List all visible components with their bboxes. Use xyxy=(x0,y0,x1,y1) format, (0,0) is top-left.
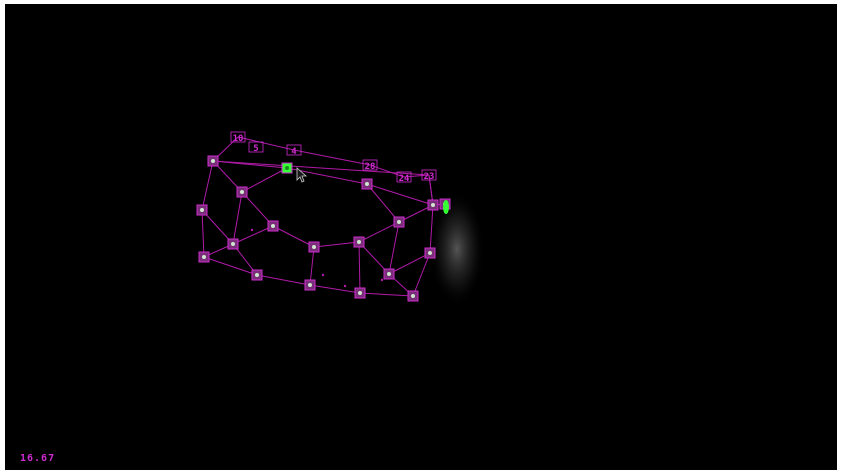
wire-edge xyxy=(403,174,430,178)
marker-mL16[interactable] xyxy=(304,279,316,291)
marker-center xyxy=(231,242,235,246)
wire-edge xyxy=(309,246,315,286)
wire-edge xyxy=(212,160,430,176)
wire-edge xyxy=(366,183,400,223)
wire-edge xyxy=(369,164,405,178)
marker-mL14[interactable] xyxy=(251,269,263,281)
marker-mL6[interactable] xyxy=(196,204,208,216)
marker-mL17[interactable] xyxy=(354,287,366,299)
wire-edge xyxy=(237,136,295,151)
marker-box xyxy=(248,141,264,153)
marker-mL15[interactable] xyxy=(383,268,395,280)
marker-mL2[interactable] xyxy=(281,162,293,174)
wireframe-markers: 10 5 4 28 24 23 xyxy=(196,131,451,302)
wire-edge xyxy=(272,225,315,248)
wire-edge xyxy=(241,191,274,227)
wire-edge xyxy=(359,292,414,297)
marker-center xyxy=(240,190,244,194)
wire-edge xyxy=(201,209,234,245)
marker-m10[interactable]: 10 xyxy=(230,131,246,144)
marker-center xyxy=(357,240,361,244)
marker-center xyxy=(397,220,401,224)
marker-label: 10 xyxy=(233,134,244,144)
wire-edge xyxy=(366,183,434,206)
wire-edge xyxy=(241,167,288,193)
mesh-point xyxy=(321,273,325,277)
wire-edge xyxy=(232,225,274,245)
mesh-point xyxy=(343,284,347,288)
marker-mL1[interactable] xyxy=(207,155,219,167)
camera-blur-glow xyxy=(429,191,485,307)
marker-center xyxy=(308,283,312,287)
marker-label: 24 xyxy=(399,174,410,184)
sensor-blip xyxy=(443,200,449,214)
marker-center xyxy=(255,273,259,277)
wire-edge xyxy=(358,241,361,294)
marker-m5[interactable]: 5 xyxy=(248,141,264,154)
marker-mL7[interactable] xyxy=(267,220,279,232)
wireframe-edges xyxy=(201,136,446,297)
mouse-cursor-icon xyxy=(296,167,308,183)
wire-edge xyxy=(256,274,311,286)
marker-wireframe[interactable]: 10 5 4 28 24 23 xyxy=(5,4,837,470)
wire-edge xyxy=(201,160,214,211)
wire-edge xyxy=(398,204,434,223)
wire-edge xyxy=(309,284,361,294)
marker-box xyxy=(421,169,437,181)
tracking-viewport[interactable]: 10 5 4 28 24 23 xyxy=(5,4,837,470)
marker-center xyxy=(358,291,362,295)
wire-edge xyxy=(293,149,371,166)
marker-mL12[interactable] xyxy=(424,247,436,259)
marker-mL4[interactable] xyxy=(361,178,373,190)
marker-center xyxy=(271,224,275,228)
wire-edge xyxy=(412,252,431,297)
wire-edge xyxy=(388,252,431,275)
marker-center xyxy=(202,255,206,259)
marker-center xyxy=(431,203,435,207)
marker-m28[interactable]: 28 xyxy=(362,159,378,172)
wire-edge xyxy=(201,209,205,258)
marker-label: 23 xyxy=(424,172,435,182)
marker-mL3[interactable] xyxy=(236,186,248,198)
marker-label: 4 xyxy=(291,147,297,157)
marker-center xyxy=(285,166,289,170)
mesh-point xyxy=(250,228,254,232)
wire-edge xyxy=(203,256,258,276)
marker-center xyxy=(365,182,369,186)
marker-m4[interactable]: 4 xyxy=(286,144,302,157)
marker-m23[interactable]: 23 xyxy=(421,169,437,182)
wire-edge xyxy=(232,191,243,245)
marker-mL8[interactable] xyxy=(393,216,405,228)
marker-box xyxy=(362,159,378,171)
marker-center xyxy=(428,251,432,255)
marker-mL10[interactable] xyxy=(308,241,320,253)
marker-mL13[interactable] xyxy=(198,251,210,263)
marker-center xyxy=(411,294,415,298)
marker-mL18[interactable] xyxy=(407,290,419,302)
marker-center xyxy=(200,208,204,212)
marker-label: 28 xyxy=(365,162,376,172)
wire-edge xyxy=(358,221,400,243)
marker-center xyxy=(312,245,316,249)
wire-edge xyxy=(313,241,360,248)
marker-center xyxy=(387,272,391,276)
marker-box xyxy=(230,131,246,143)
marker-box xyxy=(286,144,302,156)
marker-mL5[interactable] xyxy=(427,199,439,211)
fps-readout: 16.67 xyxy=(20,453,56,464)
marker-mL11[interactable] xyxy=(353,236,365,248)
marker-label: 5 xyxy=(253,144,258,154)
marker-mL9[interactable] xyxy=(227,238,239,250)
mesh-point xyxy=(380,278,384,282)
wire-edge xyxy=(388,221,400,275)
marker-center xyxy=(211,159,215,163)
wire-edge xyxy=(429,204,434,254)
marker-box xyxy=(396,171,412,183)
marker-m24[interactable]: 24 xyxy=(396,171,412,184)
